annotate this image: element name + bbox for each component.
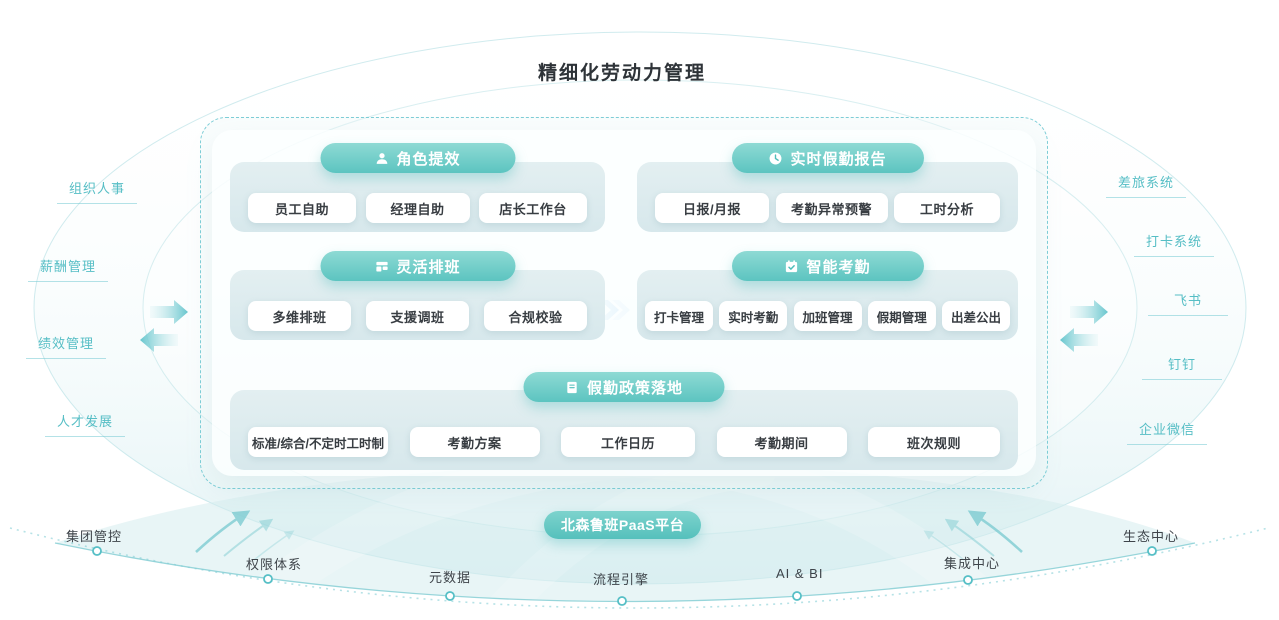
module-button[interactable]: 实时考勤 xyxy=(719,301,788,331)
right-rail-item-travel: 差旅系统 xyxy=(1106,172,1186,198)
left-rail-item-compensation: 薪酬管理 xyxy=(28,256,108,282)
section-smart-attendance: 智能考勤 打卡管理 实时考勤 加班管理 假期管理 出差公出 xyxy=(637,251,1018,340)
left-sync-arrows-icon xyxy=(140,300,188,352)
clock-icon xyxy=(768,151,783,166)
module-button[interactable]: 考勤方案 xyxy=(409,427,540,457)
module-button[interactable]: 合规校验 xyxy=(484,301,587,331)
module-button-row: 多维排班 支援调班 合规校验 xyxy=(248,301,587,331)
module-button-row: 日报/月报 考勤异常预警 工时分析 xyxy=(655,193,1000,223)
module-button[interactable]: 支援调班 xyxy=(366,301,469,331)
module-button[interactable]: 工作日历 xyxy=(561,427,695,457)
section-header-pill: 智能考勤 xyxy=(731,251,924,281)
section-header-pill: 假勤政策落地 xyxy=(523,372,725,402)
section-realtime-report: 实时假勤报告 日报/月报 考勤异常预警 工时分析 xyxy=(637,143,1018,232)
module-button[interactable]: 加班管理 xyxy=(793,301,862,331)
module-button[interactable]: 多维排班 xyxy=(248,301,351,331)
arc-node xyxy=(445,591,455,601)
arc-node xyxy=(263,574,273,584)
platform-node-group-control: 集团管控 xyxy=(66,529,123,544)
module-button[interactable]: 日报/月报 xyxy=(655,193,769,223)
module-button[interactable]: 员工自助 xyxy=(248,193,356,223)
paas-platform-badge: 北森鲁班PaaS平台 xyxy=(544,511,701,539)
module-button[interactable]: 出差公出 xyxy=(942,301,1010,331)
section-header-pill: 灵活排班 xyxy=(320,251,515,281)
right-rail-item-wecom: 企业微信 xyxy=(1127,419,1207,445)
platform-node-workflow: 流程引擎 xyxy=(593,572,650,587)
page-title: 精细化劳动力管理 xyxy=(537,63,707,84)
module-button-row: 标准/综合/不定时工时制 考勤方案 工作日历 考勤期间 班次规则 xyxy=(248,427,1000,457)
platform-node-permission: 权限体系 xyxy=(246,557,303,572)
platform-node-metadata: 元数据 xyxy=(429,570,472,585)
left-rail-item-performance: 绩效管理 xyxy=(26,333,106,359)
section-title: 假勤政策落地 xyxy=(586,379,683,397)
left-rail-item-talent: 人才发展 xyxy=(45,411,125,437)
module-button[interactable]: 考勤异常预警 xyxy=(775,193,888,223)
section-title: 智能考勤 xyxy=(806,258,871,276)
module-button[interactable]: 工时分析 xyxy=(894,193,1000,223)
arc-node xyxy=(617,596,627,606)
arc-node xyxy=(92,546,102,556)
swoosh-arrows-right xyxy=(923,510,1023,561)
module-button[interactable]: 假期管理 xyxy=(867,301,936,331)
section-title: 灵活排班 xyxy=(396,258,461,276)
platform-node-integration: 集成中心 xyxy=(944,556,1001,571)
platform-arc-dotted xyxy=(9,527,1269,609)
board-icon xyxy=(374,259,389,274)
module-button[interactable]: 店长工作台 xyxy=(479,193,587,223)
section-title: 角色提效 xyxy=(396,150,461,168)
platform-node-ai-bi: AI & BI xyxy=(776,566,824,581)
calendar-check-icon xyxy=(784,259,799,274)
arc-node xyxy=(1147,546,1157,556)
user-icon xyxy=(374,151,389,166)
right-rail-item-punch: 打卡系统 xyxy=(1134,231,1214,257)
module-button-row: 员工自助 经理自助 店长工作台 xyxy=(248,193,587,223)
module-button[interactable]: 经理自助 xyxy=(365,193,470,223)
arc-node xyxy=(963,575,973,585)
right-rail-item-dingtalk: 钉钉 xyxy=(1142,354,1222,380)
section-flexible-scheduling: 灵活排班 多维排班 支援调班 合规校验 xyxy=(230,251,605,340)
arc-node xyxy=(792,591,802,601)
module-button[interactable]: 考勤期间 xyxy=(716,427,847,457)
platform-node-ecosystem: 生态中心 xyxy=(1123,529,1180,544)
section-title: 实时假勤报告 xyxy=(790,150,887,168)
module-button[interactable]: 打卡管理 xyxy=(645,301,713,331)
section-role-efficiency: 角色提效 员工自助 经理自助 店长工作台 xyxy=(230,143,605,232)
section-header-pill: 角色提效 xyxy=(320,143,515,173)
module-button[interactable]: 班次规则 xyxy=(868,427,1000,457)
section-policy-landing: 假勤政策落地 标准/综合/不定时工时制 考勤方案 工作日历 考勤期间 班次规则 xyxy=(230,372,1018,470)
right-rail-item-feishu: 飞书 xyxy=(1148,290,1228,316)
left-rail-item-hr: 组织人事 xyxy=(57,178,137,204)
section-header-pill: 实时假勤报告 xyxy=(731,143,924,173)
swoosh-arrows-left xyxy=(195,510,295,561)
module-button[interactable]: 标准/综合/不定时工时制 xyxy=(248,427,388,457)
module-button-row: 打卡管理 实时考勤 加班管理 假期管理 出差公出 xyxy=(645,301,1010,331)
right-sync-arrows-icon xyxy=(1060,300,1108,352)
document-icon xyxy=(565,380,580,395)
